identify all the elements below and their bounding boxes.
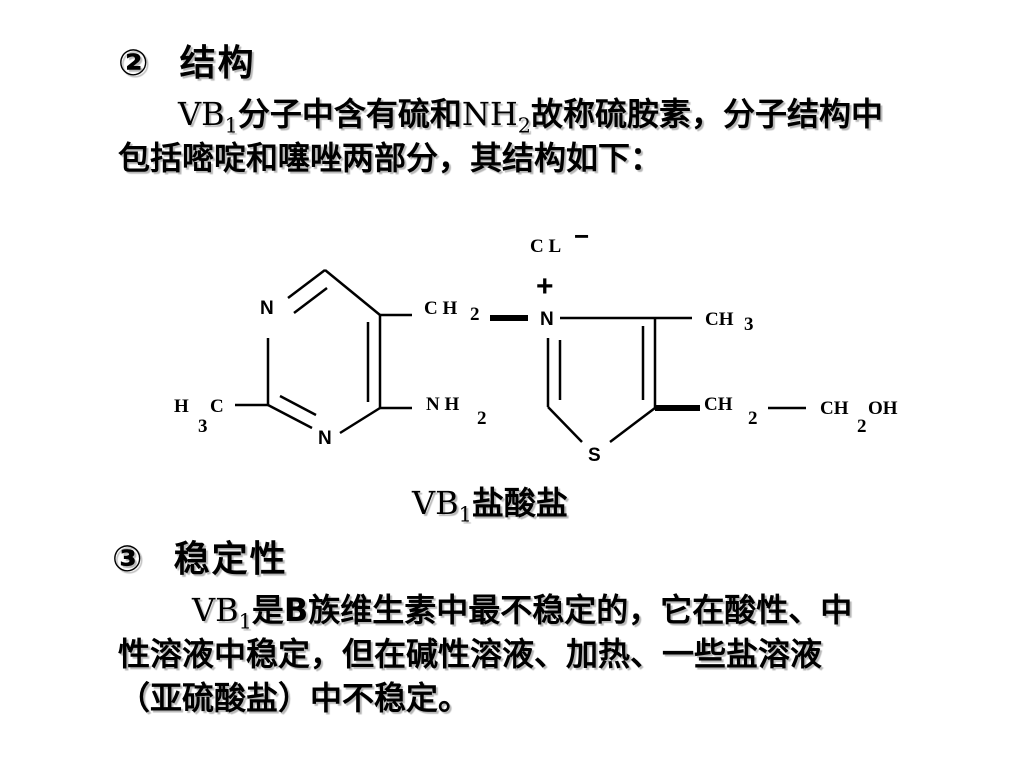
stability-paragraph: VB1是B族维生素中最不稳定的，它在酸性、中 性溶液中稳定，但在碱性溶液、加热、… [118,588,1008,720]
paragraph-line-2: 性溶液中稳定，但在碱性溶液、加热、一些盐溶液 [118,635,823,673]
vb-subscript: 1 [238,609,252,634]
caption-vb: VB [412,484,459,522]
vb-label: VB [178,95,225,133]
caption-vb-subscript: 1 [458,502,472,527]
section-title: 稳定性 [173,539,288,580]
paragraph-text: 是B族维生素中最不稳定的，它在酸性、中 [251,591,853,629]
section-number: ③ [112,539,145,580]
section-heading-stability: ③ 稳定性 [112,530,288,582]
methyl-h: H [174,396,189,417]
caption-text: 盐酸盐 [471,484,568,522]
methyl-c: C [210,396,224,417]
ch2oh-ch: CH [820,398,849,419]
thiazolium-nitrogen: N [540,309,554,330]
ch2-link-subscript: 2 [470,304,480,325]
ch2oh-subscript: 2 [857,416,867,437]
paragraph-line-1: VB1分子中含有硫和NH2故称硫胺素，分子结构中 [118,92,1008,136]
thiazole-sulfur: S [588,445,601,466]
bond [287,269,326,299]
section-heading-structure: ② 结构 [118,34,256,86]
amino-subscript: 2 [477,408,487,429]
methyl-subscript: 3 [198,416,208,437]
ch2-link-label: C H [424,298,457,319]
ch2-chain-label: CH [704,394,733,415]
bond [324,269,381,316]
bond [279,394,317,417]
pyrimidine-nitrogen-top: N [260,298,274,319]
structure-caption: VB1盐酸盐 [412,478,568,527]
paragraph-text: 分子中含有硫和 [237,95,462,133]
ch3-label: CH [705,309,734,330]
bond [293,287,328,314]
bond [609,407,656,443]
nh-subscript: 2 [517,113,532,138]
nh-label: NH [461,95,518,133]
vb-subscript: 1 [224,113,238,138]
ch2oh-oh: OH [868,398,898,419]
section-number: ② [118,43,151,84]
paragraph-text: 故称硫胺素，分子结构中 [531,95,884,133]
chloride-charge: − [574,221,589,251]
amino-label: N H [426,394,459,415]
section-title: 结构 [179,43,256,84]
ch3-subscript: 3 [744,314,754,335]
bond [547,406,583,443]
paragraph-line-2: 包括嘧啶和噻唑两部分，其结构如下： [118,139,663,177]
paragraph-line-3: （亚硫酸盐）中不稳定。 [118,679,471,717]
bond [267,403,313,430]
ch2-chain-subscript: 2 [748,408,758,429]
positive-charge: + [536,270,554,303]
paragraph-line-1: VB1是B族维生素中最不稳定的，它在酸性、中 [118,588,1008,632]
structure-paragraph: VB1分子中含有硫和NH2故称硫胺素，分子结构中 包括嘧啶和噻唑两部分，其结构如… [118,92,1008,180]
bond [339,406,381,435]
vb-label: VB [192,591,239,629]
pyrimidine-nitrogen-bottom: N [318,428,332,449]
chloride-label: C L [530,236,561,257]
